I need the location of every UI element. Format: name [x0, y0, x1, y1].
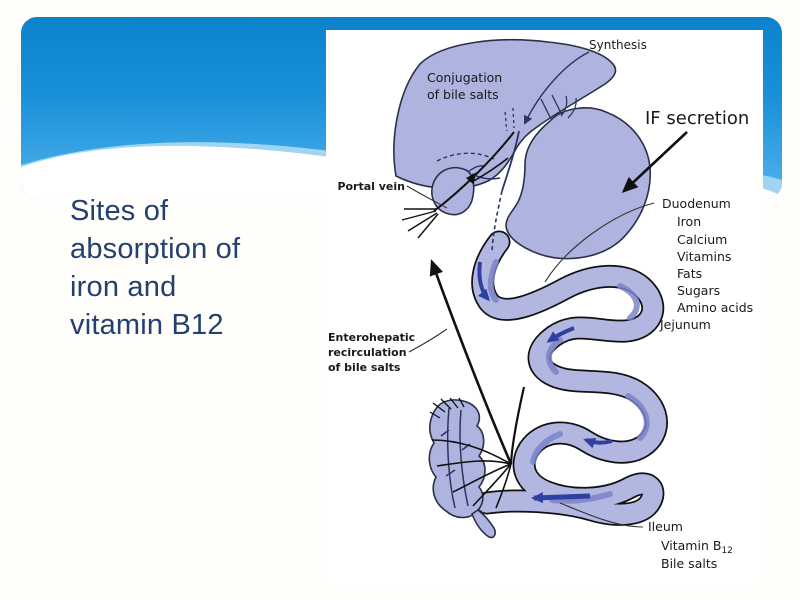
- cecum-cut-hatching: [429, 397, 465, 419]
- title-line-1: Sites of: [70, 195, 169, 227]
- label-enterohepatic: Enterohepatic recirculation of bile salt…: [328, 331, 415, 374]
- svg-text:Conjugation: Conjugation: [427, 70, 502, 85]
- label-duodenum: Duodenum: [662, 196, 731, 211]
- synthesis-leader-arrow: [524, 51, 590, 125]
- cecum-shape: [428, 399, 486, 519]
- label-vitamin-b12: Vitamin B12: [661, 538, 733, 556]
- label-vitamins: Vitamins: [677, 249, 731, 264]
- cecum-vessels: [440, 407, 471, 509]
- label-synthesis: Synthesis: [589, 38, 647, 52]
- title-line-4: vitamin B12: [70, 309, 224, 341]
- stomach-shape: [505, 107, 652, 260]
- intestine-shading: [487, 259, 499, 303]
- flow-arrows: [477, 261, 613, 504]
- duodenum-leader: [544, 202, 655, 283]
- label-amino-acids: Amino acids: [677, 300, 753, 315]
- svg-text:Enterohepatic: Enterohepatic: [328, 331, 415, 344]
- label-bile-salts: Bile salts: [661, 556, 717, 571]
- if-secretion-arrow: [621, 131, 688, 194]
- gallbladder-shape: [431, 166, 475, 216]
- portal-vein-leader: [406, 185, 448, 209]
- title-line-2: absorption of: [70, 233, 241, 265]
- colon-cecum: [428, 397, 496, 539]
- esophagus-vagus-lines: [540, 94, 577, 120]
- label-conjugation: Conjugation of bile salts: [427, 70, 502, 102]
- page-title: Sites of absorption of iron and vitamin …: [70, 192, 340, 344]
- appendix-shape: [471, 509, 496, 539]
- label-sugars: Sugars: [677, 283, 720, 298]
- portal-vein-vessels: [401, 131, 515, 239]
- portal-flow-tick: [466, 172, 477, 184]
- mesentery-fan: [431, 386, 526, 509]
- ileum-label-group: Ileum Vitamin B12 Bile salts: [648, 519, 733, 571]
- label-portal-vein: Portal vein: [337, 180, 405, 193]
- gallbladder: [431, 165, 485, 216]
- ileum-leader: [559, 502, 644, 528]
- diagram-panel: Synthesis Conjugation of bile salts IF s…: [326, 30, 763, 586]
- label-ileum: Ileum: [648, 519, 683, 534]
- label-iron: Iron: [677, 214, 701, 229]
- svg-text:recirculation: recirculation: [328, 346, 407, 359]
- bile-duct-dashed: [491, 190, 503, 253]
- flow-arrow-ileum-loop: [583, 438, 613, 449]
- svg-text:of bile salts: of bile salts: [427, 87, 499, 102]
- svg-text:of bile salts: of bile salts: [328, 361, 401, 374]
- label-jejunum: Jejunum: [659, 317, 711, 332]
- absorption-diagram: Synthesis Conjugation of bile salts IF s…: [328, 38, 753, 571]
- recirculation-arrow: [429, 259, 513, 465]
- flow-arrow-duodenum: [477, 261, 490, 302]
- flow-arrow-jejunum: [546, 326, 575, 343]
- flow-arrow-terminal-ileum: [531, 492, 591, 504]
- duodenum-label-group: Duodenum Iron Calcium Vitamins Fats Suga…: [659, 196, 753, 332]
- label-if-secretion: IF secretion: [645, 108, 749, 129]
- small-intestine: [471, 230, 668, 526]
- title-line-3: iron and: [70, 271, 177, 303]
- enterohepatic-leader: [408, 328, 448, 353]
- label-calcium: Calcium: [677, 232, 727, 247]
- label-fats: Fats: [677, 266, 702, 281]
